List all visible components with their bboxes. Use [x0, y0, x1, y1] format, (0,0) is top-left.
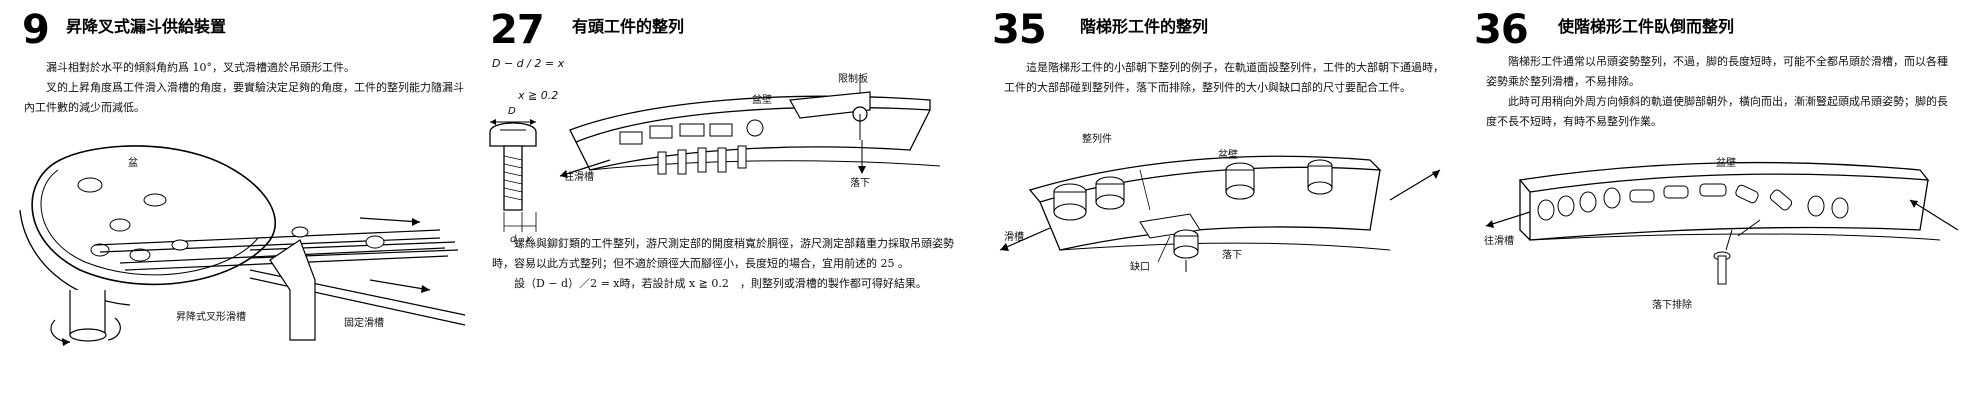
- formula-2: x ≧ 0.2: [518, 89, 559, 102]
- label-bowl-wall: 盆壁: [752, 95, 772, 106]
- label-bowl-wall: 盆壁: [1218, 150, 1238, 161]
- section-number: 9: [22, 7, 50, 53]
- section-body: 螺絲與鉚釘類的工件整列，游尺測定部的開度稍寬於胴徑，游尺測定部藉重力採取吊頭姿勢…: [492, 234, 968, 294]
- label-bowl-wall: 盆壁: [1716, 158, 1736, 169]
- section-35: 35 階梯形工件的整列 這是階梯形工件的小部朝下整列的例子，在軌道面設整列件，工…: [990, 0, 1460, 412]
- label-drop: 落下: [850, 178, 870, 189]
- section-title: 昇降叉式漏斗供給裝置: [66, 17, 227, 36]
- label-drop: 落下: [1222, 250, 1242, 261]
- section-body: 這是階梯形工件的小部朝下整列的例子，在軌道面設整列件，工件的大部朝下通過時，工件…: [1004, 58, 1444, 98]
- dim-D: D: [508, 106, 516, 117]
- section-number: 36: [1474, 7, 1529, 53]
- screw-dimension-diagram: [480, 119, 560, 240]
- paragraph: 這是階梯形工件的小部朝下整列的例子，在軌道面設整列件，工件的大部朝下通過時，工件…: [1004, 61, 1444, 94]
- section-number: 27: [490, 7, 545, 53]
- label-notch: 缺口: [1130, 262, 1150, 273]
- section-title: 使階梯形工件臥倒而整列: [1558, 17, 1735, 36]
- label-to-chute: 往滑槽: [564, 172, 594, 183]
- paragraph: 漏斗相對於水平的傾斜角約爲 10°，叉式滑槽適於吊頭形工件。: [46, 61, 355, 74]
- paragraph: 設（D − d）／2 = x時，若設計成 x ≧ 0.2 ，則整列或滑槽的製作都…: [514, 277, 927, 290]
- label-fixed-chute: 固定滑槽: [344, 318, 384, 329]
- lay-down-stepped-part-diagram: [1470, 160, 1968, 310]
- section-title: 階梯形工件的整列: [1080, 17, 1209, 36]
- label-chute: 滑槽: [1004, 232, 1024, 243]
- dim-d: d: [510, 234, 517, 245]
- paragraph: 螺絲與鉚釘類的工件整列，游尺測定部的開度稍寬於胴徑，游尺測定部藉重力採取吊頭姿勢…: [492, 237, 954, 270]
- section-title: 有頭工件的整列: [572, 17, 685, 36]
- section-number: 35: [992, 7, 1047, 53]
- label-to-chute: 往滑槽: [1484, 236, 1514, 247]
- label-bowl: 盆: [128, 158, 138, 169]
- headed-part-bowl-diagram: [550, 70, 970, 178]
- stepped-part-bowl-diagram: [990, 140, 1460, 280]
- section-9: 9 昇降叉式漏斗供給裝置 漏斗相對於水平的傾斜角約爲 10°，叉式滑槽適於吊頭形…: [0, 0, 480, 412]
- label-fork-chute: 昇降式叉形滑槽: [176, 312, 246, 323]
- label-aligner: 整列件: [1082, 134, 1112, 145]
- section-36: 36 使階梯形工件臥倒而整列 階梯形工件通常以吊頭姿勢整列，不過，脚的長度短時，…: [1470, 0, 1968, 412]
- paragraph: 階梯形工件通常以吊頭姿勢整列，不過，脚的長度短時，可能不全都吊頭於滑槽，而以各種…: [1486, 55, 1948, 88]
- label-limit-plate: 限制板: [838, 74, 868, 85]
- paragraph: 叉的上昇角度爲工件滑入滑槽的角度，要實驗決定足夠的角度，工件的整列能力隨漏斗內工…: [24, 81, 464, 114]
- dim-x: x: [526, 234, 532, 245]
- section-body: 階梯形工件通常以吊頭姿勢整列，不過，脚的長度短時，可能不全都吊頭於滑槽，而以各種…: [1486, 52, 1952, 132]
- hopper-fork-feeder-diagram: [0, 130, 480, 346]
- formula-1: D − d / 2 = x: [492, 57, 565, 70]
- section-27: 27 有頭工件的整列 D − d / 2 = x x ≧ 0.2 D d x: [480, 0, 980, 412]
- section-body: 漏斗相對於水平的傾斜角約爲 10°，叉式滑槽適於吊頭形工件。 叉的上昇角度爲工件…: [24, 58, 464, 118]
- paragraph: 此時可用稍向外周方向傾斜的軌道使脚部朝外，橫向而出，漸漸豎起頭成吊頭姿勢；脚的長…: [1486, 95, 1948, 128]
- label-drop-remove: 落下排除: [1652, 300, 1692, 311]
